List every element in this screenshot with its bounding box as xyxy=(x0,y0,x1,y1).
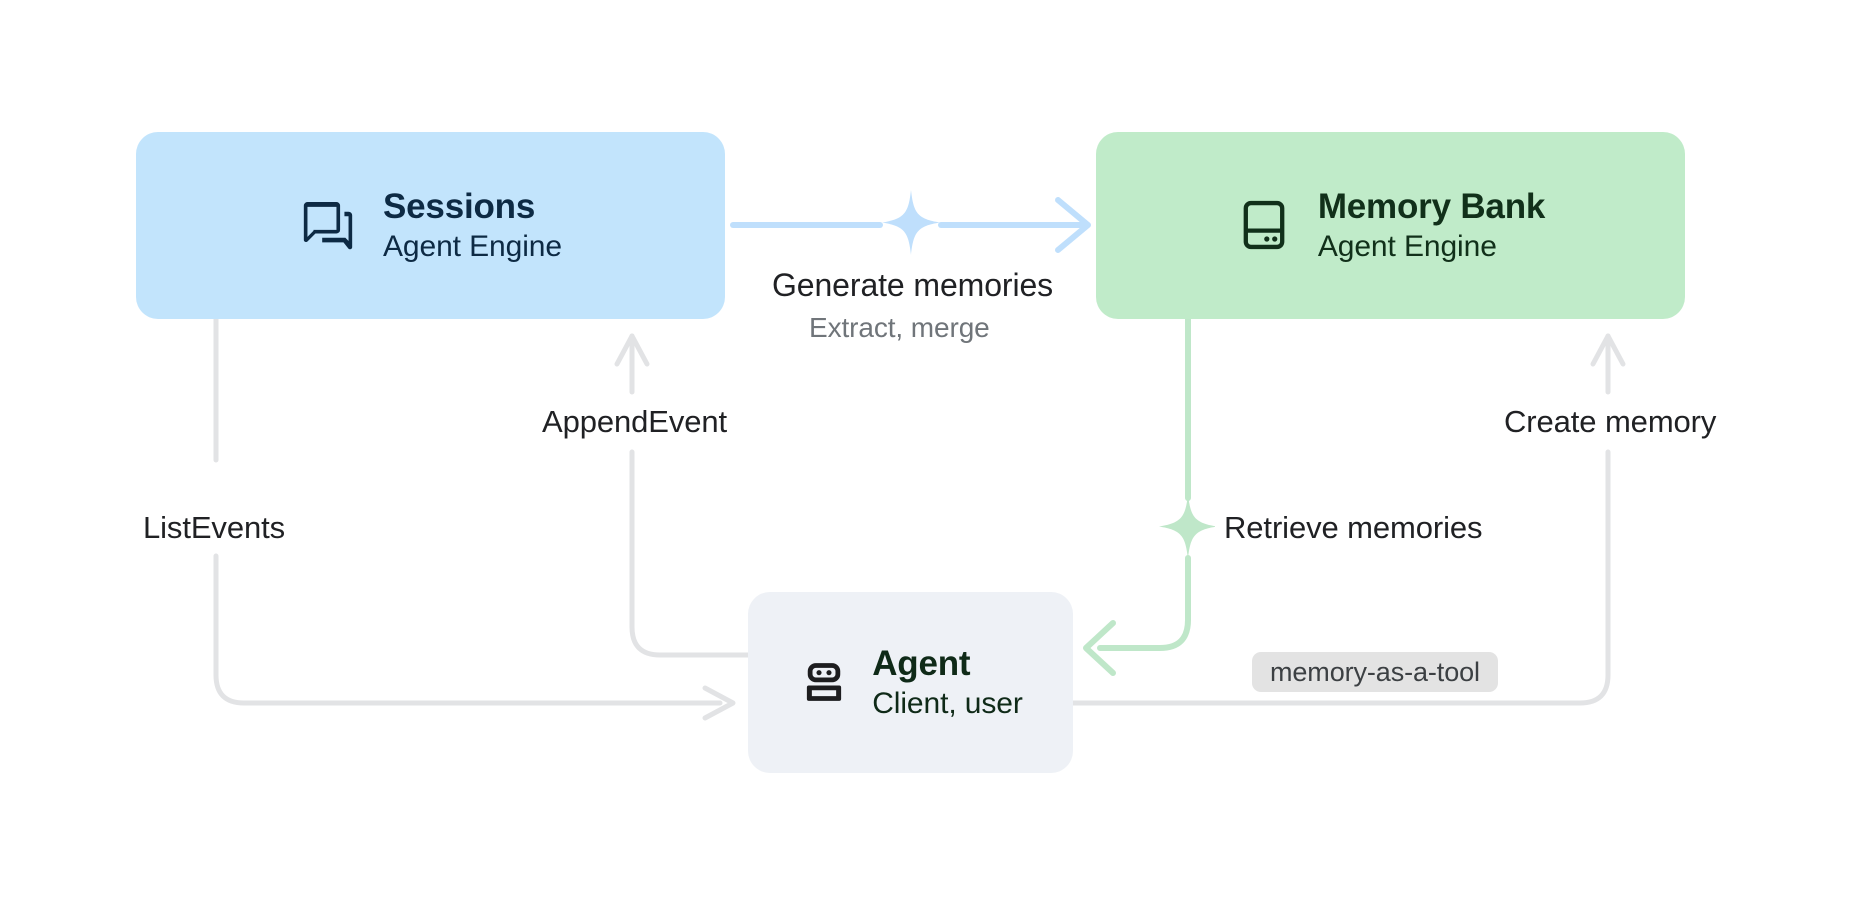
edge-append-event xyxy=(614,333,751,658)
storage-database-icon xyxy=(1236,197,1292,253)
edge-label-list-events: ListEvents xyxy=(134,510,295,546)
edge-create-memory xyxy=(1070,333,1626,706)
edge-label-generate-memories: Generate memories xyxy=(763,267,1063,304)
edge-sublabel-generate-memories: Extract, merge xyxy=(800,312,999,344)
badge-memory-as-a-tool: memory-as-a-tool xyxy=(1252,652,1498,692)
robot-smart-toy-icon xyxy=(798,656,850,708)
node-agent[interactable]: Agent Client, user xyxy=(748,592,1073,773)
node-title: Sessions xyxy=(383,187,536,227)
forum-chat-bubbles-icon xyxy=(299,196,357,254)
edge-label-create-memory: Create memory xyxy=(1495,404,1726,440)
edge-label-append-event: AppendEvent xyxy=(533,404,737,440)
node-title: Agent xyxy=(872,644,971,684)
edge-generate-memories xyxy=(730,190,1091,255)
node-subtitle: Client, user xyxy=(872,686,1023,720)
node-subtitle: Agent Engine xyxy=(383,229,562,263)
node-memory-bank[interactable]: Memory Bank Agent Engine xyxy=(1096,132,1685,319)
sparkle-icon xyxy=(882,190,940,255)
node-sessions[interactable]: Sessions Agent Engine xyxy=(136,132,725,319)
edge-label-retrieve-memories: Retrieve memories xyxy=(1215,510,1492,546)
edge-list-events xyxy=(213,316,736,721)
sparkle-icon xyxy=(1159,494,1217,559)
node-title: Memory Bank xyxy=(1317,187,1546,227)
node-subtitle: Agent Engine xyxy=(1317,229,1497,263)
edge-retrieve-memories xyxy=(1083,316,1217,676)
